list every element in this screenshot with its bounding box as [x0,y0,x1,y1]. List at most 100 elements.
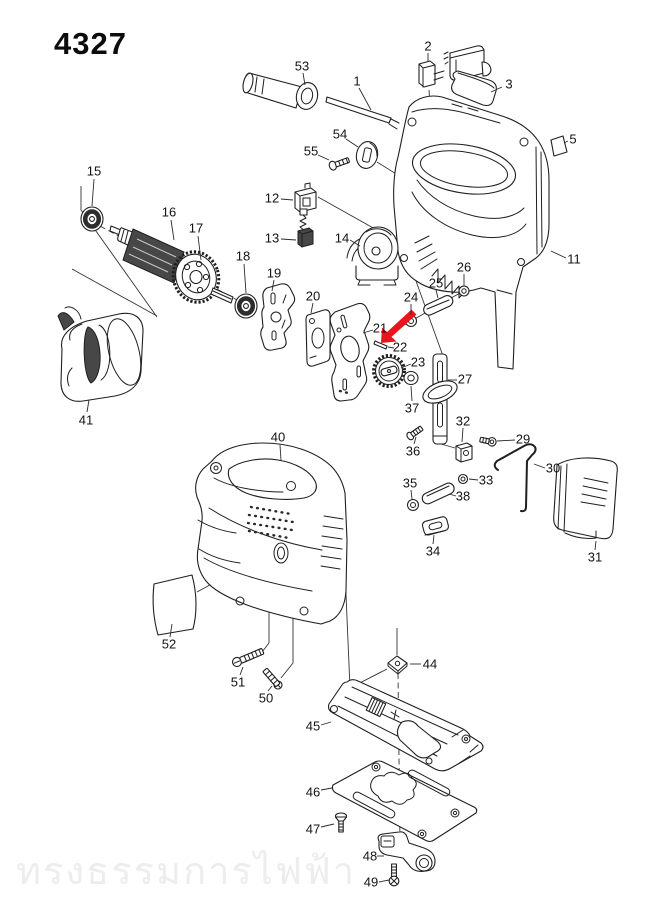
part-insulation-washer-19 [260,283,296,351]
part-square-nut-44 [387,655,408,675]
part-number-40: 40 [271,430,285,445]
part-power-cord-1 [325,96,400,130]
part-number-48: 48 [363,849,377,864]
part-screw-51 [231,648,265,668]
part-wire-guard-30 [493,443,537,513]
leader-line-31 [594,540,597,551]
part-carbon-brush-13 [297,208,314,248]
leader-line-15 [91,178,95,207]
leader-line-20 [310,302,314,314]
part-number-26: 26 [457,260,471,275]
part-seal-34 [421,516,450,536]
part-ball-bearing-15 [80,206,104,232]
part-gear-plate-21 [329,302,371,402]
leader-line-13 [280,238,297,241]
part-number-46: 46 [306,785,320,800]
leader-line-25 [435,289,439,299]
leader-line-12 [280,198,294,201]
part-number-36: 36 [406,444,420,459]
part-number-20: 20 [306,289,320,304]
part-number-44: 44 [423,657,437,672]
leader-line-14 [349,239,361,247]
part-handle-housing-40 [195,442,348,625]
part-ball-bearing-18 [234,293,258,319]
part-number-38: 38 [456,489,470,504]
part-number-13: 13 [265,231,279,246]
leader-line-21 [362,329,374,334]
leader-line-17 [197,235,202,261]
leader-line-52 [169,623,173,638]
part-label-plate-5 [550,135,568,157]
part-number-23: 23 [411,355,425,370]
part-number-11: 11 [567,252,581,267]
part-number-29: 29 [516,432,530,447]
part-screw-29 [479,436,497,447]
part-number-3: 3 [505,77,512,92]
part-number-47: 47 [306,822,320,837]
part-number-19: 19 [267,266,281,281]
leader-line-55 [317,154,330,161]
part-number-17: 17 [189,221,203,236]
part-gear-23 [372,354,406,388]
leader-line-5 [563,140,569,144]
model-number-title: 4327 [54,26,127,61]
leader-line-54 [345,138,359,148]
part-screw-55 [328,157,350,171]
leader-line-35 [410,489,413,500]
part-screw-47 [334,812,348,833]
leader-line-53 [302,72,306,86]
part-brush-holder-12 [294,182,317,213]
part-screw-49 [388,863,400,887]
part-number-35: 35 [403,476,417,491]
part-o-ring-26 [458,285,470,297]
part-motor-cover-31 [553,457,618,540]
part-number-24: 24 [404,290,418,305]
part-slide-rod-38 [421,482,455,505]
part-number-55: 55 [304,144,318,159]
leader-line-49 [378,879,390,883]
assembly-line-10 [440,443,456,449]
leader-line-46 [320,787,333,791]
part-number-33: 33 [479,473,493,488]
part-number-1: 1 [353,74,360,89]
assembly-line-5 [80,186,158,318]
part-slide-block-32 [455,442,473,463]
part-plate-20 [305,309,331,367]
part-number-53: 53 [295,59,309,74]
part-number-5: 5 [569,132,576,147]
part-number-2: 2 [424,39,431,54]
part-number-41: 41 [79,413,93,428]
leader-line-36 [413,436,417,445]
part-fan-baffle-14 [346,226,399,286]
part-screw-50 [262,667,283,690]
part-number-51: 51 [231,675,245,690]
part-connector-2 [418,60,445,88]
part-slide-rod-25 [423,295,454,316]
part-cord-guard-53 [242,72,319,110]
part-number-54: 54 [333,127,347,142]
part-number-49: 49 [364,875,378,890]
assembly-line-9 [415,280,444,357]
part-number-27: 27 [458,372,472,387]
part-number-32: 32 [456,414,470,429]
part-number-37: 37 [405,401,419,416]
part-number-34: 34 [426,544,440,559]
leader-line-40 [279,444,282,461]
part-number-16: 16 [162,205,176,220]
leader-line-32 [461,427,464,443]
part-slider-27 [422,353,458,445]
leader-line-11 [550,250,567,259]
leader-line-3 [490,86,503,93]
leader-line-29 [496,439,516,442]
part-armature-16-17 [109,225,234,304]
leader-line-34 [432,534,435,545]
leader-line-23 [400,363,412,369]
leader-line-37 [410,385,413,402]
part-number-45: 45 [306,719,320,734]
assembly-line-11 [344,570,388,689]
part-field-stator-41 [57,306,144,402]
part-roller-guide-48 [377,831,436,872]
